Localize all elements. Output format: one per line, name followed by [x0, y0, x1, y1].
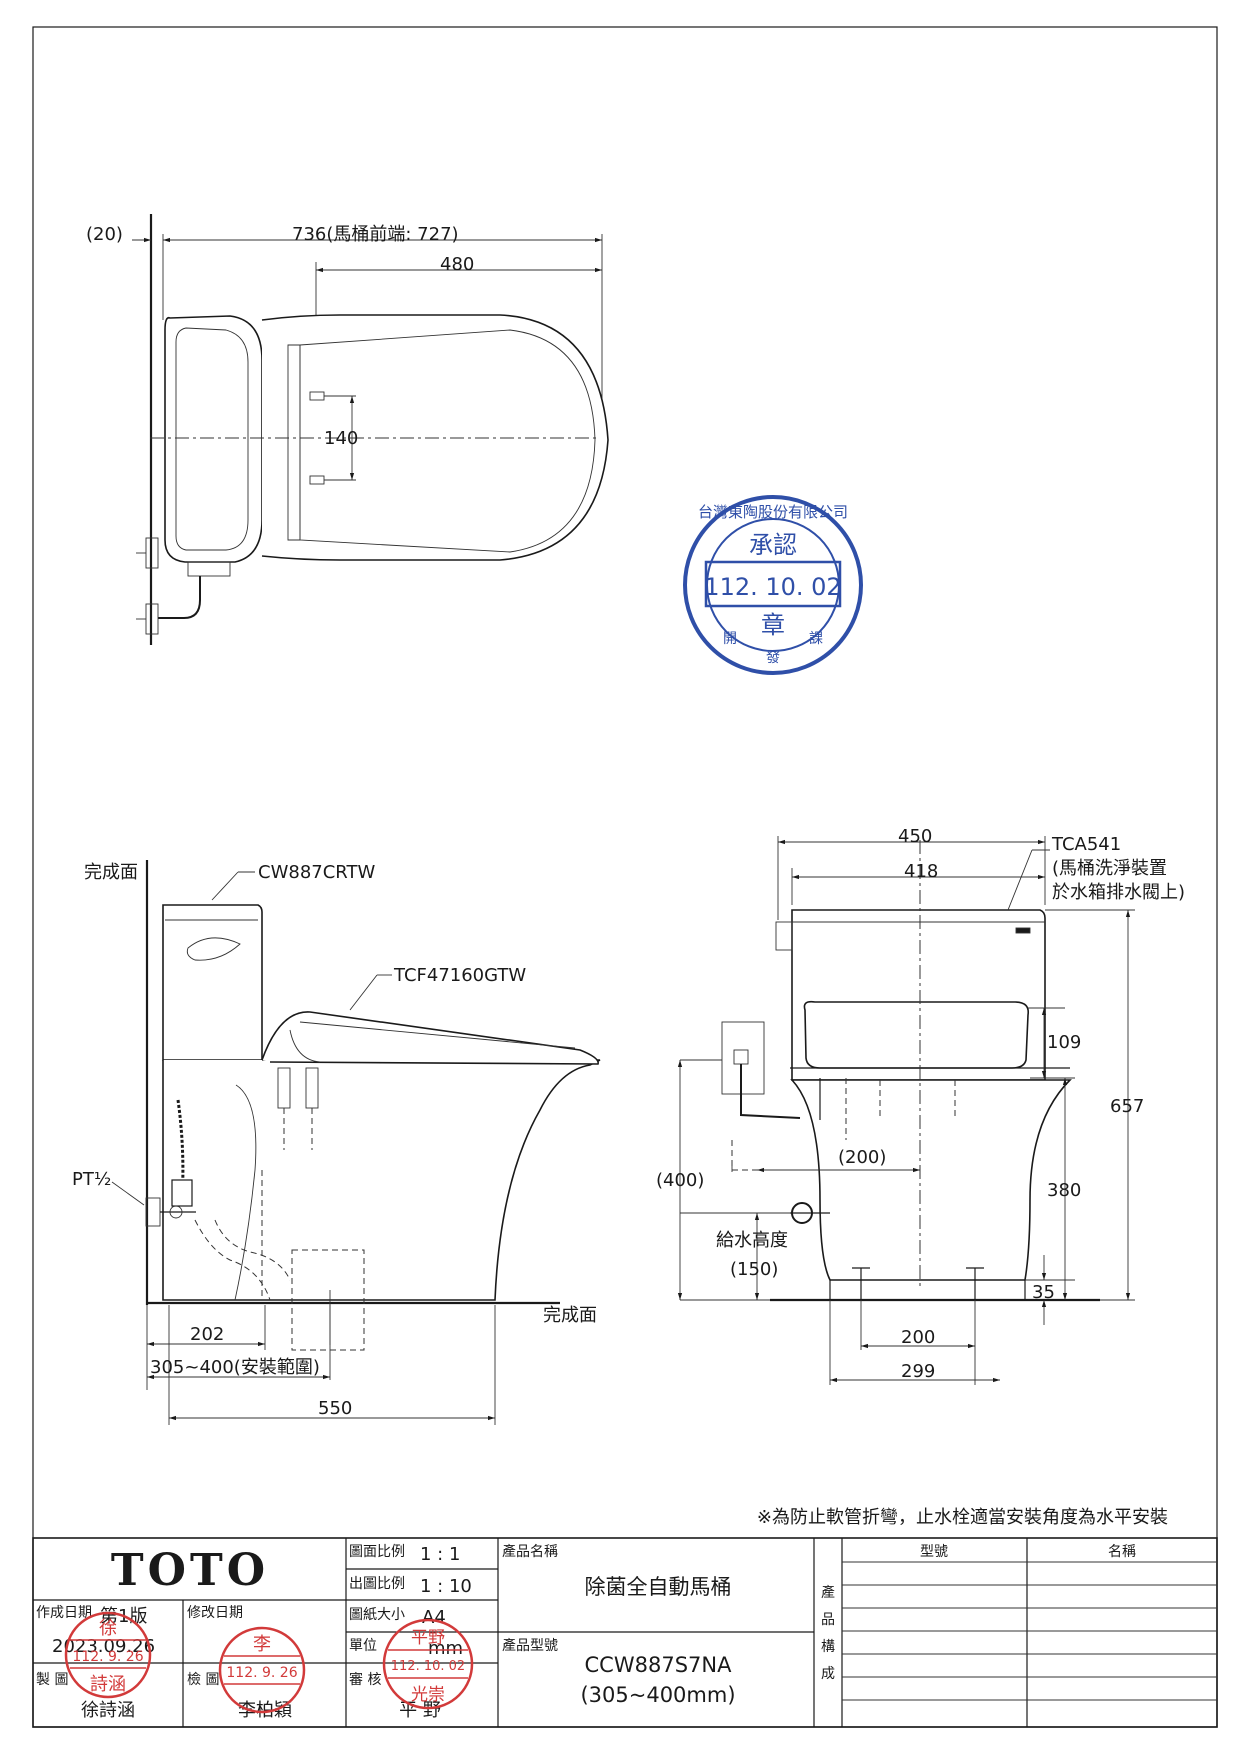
label-tca-model: TCA541 — [1051, 834, 1121, 855]
dim-side-range: 305~400(安裝範圍) — [150, 1357, 320, 1378]
maker-stamp-date: 112. 9. 26 — [72, 1649, 143, 1665]
product-range: (305~400mm) — [580, 1683, 735, 1707]
product-name: 除菌全自動馬桶 — [585, 1575, 732, 1599]
product-name-label: 產品名稱 — [502, 1543, 558, 1560]
approval-stamp-dept-2: 發 — [766, 650, 780, 666]
dim-side-550: 550 — [318, 1398, 352, 1419]
unit-value: mm — [428, 1638, 463, 1659]
side-drain — [291, 1249, 365, 1351]
approval-stamp-dept-1: 開 — [723, 631, 737, 647]
reviewer-stamp-name-2: 光崇 — [411, 1685, 445, 1705]
dim-front-200: 200 — [901, 1327, 935, 1348]
checker-stamp-date: 112. 9. 26 — [226, 1665, 297, 1681]
dim-top-bolt: 140 — [324, 428, 358, 449]
label-tca-note-2: 於水箱排水閥上) — [1052, 882, 1185, 903]
paper-size: A4 — [422, 1607, 446, 1628]
product-no-label: 產品型號 — [502, 1637, 558, 1654]
maker-label: 製 圖 — [36, 1672, 68, 1688]
checker-label: 檢 圖 — [187, 1671, 219, 1688]
brand-logo: TOTO — [111, 1545, 269, 1596]
approval-stamp: 台灣東陶股份有限公司 承認 112. 10. 02 章 開 發 課 — [683, 495, 863, 675]
title-block: TOTO 作成日期 第1版 2023.09.26 修改日期 製 圖 徐詩涵 檢 … — [32, 1537, 1218, 1728]
dim-front-418: 418 — [904, 861, 938, 882]
approval-stamp-dept-3: 課 — [809, 631, 823, 647]
drawing-scale: 1 : 1 — [420, 1544, 460, 1565]
plan-view: (20) 736(馬桶前端: 727) 480 140 — [86, 214, 609, 645]
drawing-scale-label: 圖面比例 — [349, 1544, 405, 1560]
composition-char-1: 產 — [821, 1584, 835, 1601]
approval-stamp-date: 112. 10. 02 — [704, 573, 841, 601]
maker-stamp-name-2: 詩涵 — [90, 1674, 126, 1695]
side-tank — [162, 904, 263, 1061]
dim-front-109: 109 — [1047, 1032, 1081, 1053]
maker-name: 徐詩涵 — [81, 1700, 135, 1721]
unit-label: 單位 — [349, 1638, 377, 1654]
dim-front-200p: (200) — [838, 1147, 886, 1168]
approval-stamp-title: 承認 — [749, 531, 797, 559]
approval-stamp-company: 台灣東陶股份有限公司 — [698, 503, 848, 521]
maker-stamp: 徐 112. 9. 26 詩涵 — [64, 1611, 152, 1699]
front-view: 450 418 TCA541 (馬桶洗淨裝置 於水箱排水閥上) 109 380 … — [656, 826, 1185, 1385]
paper-label: 圖紙大小 — [349, 1607, 405, 1623]
label-tank-model: CW887CRTW — [258, 862, 375, 883]
dim-top-offset: (20) — [86, 224, 123, 245]
checker-stamp: 李 112. 9. 26 — [218, 1626, 306, 1714]
dim-front-380: 380 — [1047, 1180, 1081, 1201]
created-label: 作成日期 — [36, 1605, 92, 1621]
composition-char-3: 構 — [821, 1639, 835, 1655]
print-scale: 1 : 10 — [420, 1576, 472, 1597]
composition-char-2: 品 — [821, 1612, 835, 1628]
side-tank-button — [186, 937, 241, 961]
created-date: 2023.09.26 — [52, 1636, 155, 1657]
label-seat-model: TCF47160GTW — [393, 965, 526, 986]
maker-stamp-name-1: 徐 — [99, 1618, 117, 1639]
reviewer-stamp: 平野 112. 10. 02 光崇 — [382, 1618, 474, 1710]
composition-char-4: 成 — [821, 1666, 835, 1682]
review-label: 審 核 — [349, 1672, 381, 1688]
dim-front-450: 450 — [898, 826, 932, 847]
label-water-height: 給水高度 — [716, 1230, 788, 1251]
dim-water-height: (150) — [730, 1259, 778, 1280]
approval-stamp-mark: 章 — [761, 611, 785, 639]
dim-side-202: 202 — [190, 1324, 224, 1345]
side-seat — [261, 1011, 599, 1065]
label-tca-note-1: (馬桶洗淨裝置 — [1052, 858, 1167, 879]
checker-name: 李柏穎 — [238, 1700, 292, 1721]
revised-label: 修改日期 — [187, 1605, 243, 1621]
print-scale-label: 出圖比例 — [349, 1576, 405, 1592]
label-finish-floor: 完成面 — [543, 1305, 597, 1326]
side-bowl — [162, 1059, 601, 1301]
checker-stamp-name: 李 — [253, 1634, 271, 1655]
col-name: 名稱 — [1108, 1544, 1136, 1560]
dim-front-299: 299 — [901, 1361, 935, 1382]
label-pipe-thread: PT½ — [72, 1169, 111, 1190]
dim-top-length: 736(馬桶前端: 727) — [292, 224, 459, 245]
reviewer-stamp-name-1: 平野 — [411, 1628, 445, 1648]
front-wall-box — [721, 1021, 765, 1095]
side-view: 完成面 完成面 CW887CRTW TCF47160GTW PT½ — [72, 860, 601, 1425]
install-note: ※為防止軟管折彎，止水栓適當安裝角度為水平安裝 — [757, 1507, 1168, 1528]
front-bowl — [790, 1079, 1072, 1281]
plan-tank — [164, 315, 263, 563]
dim-front-35: 35 — [1032, 1282, 1055, 1303]
dim-front-657: 657 — [1110, 1096, 1144, 1117]
plan-seat — [299, 329, 596, 553]
label-finish-wall: 完成面 — [84, 862, 138, 883]
col-model: 型號 — [920, 1544, 948, 1560]
front-seat — [803, 1000, 1030, 1069]
dim-top-seat: 480 — [440, 254, 474, 275]
dim-front-400: (400) — [656, 1170, 704, 1191]
product-no: CCW887S7NA — [585, 1653, 733, 1677]
reviewer-stamp-date: 112. 10. 02 — [391, 1659, 465, 1674]
